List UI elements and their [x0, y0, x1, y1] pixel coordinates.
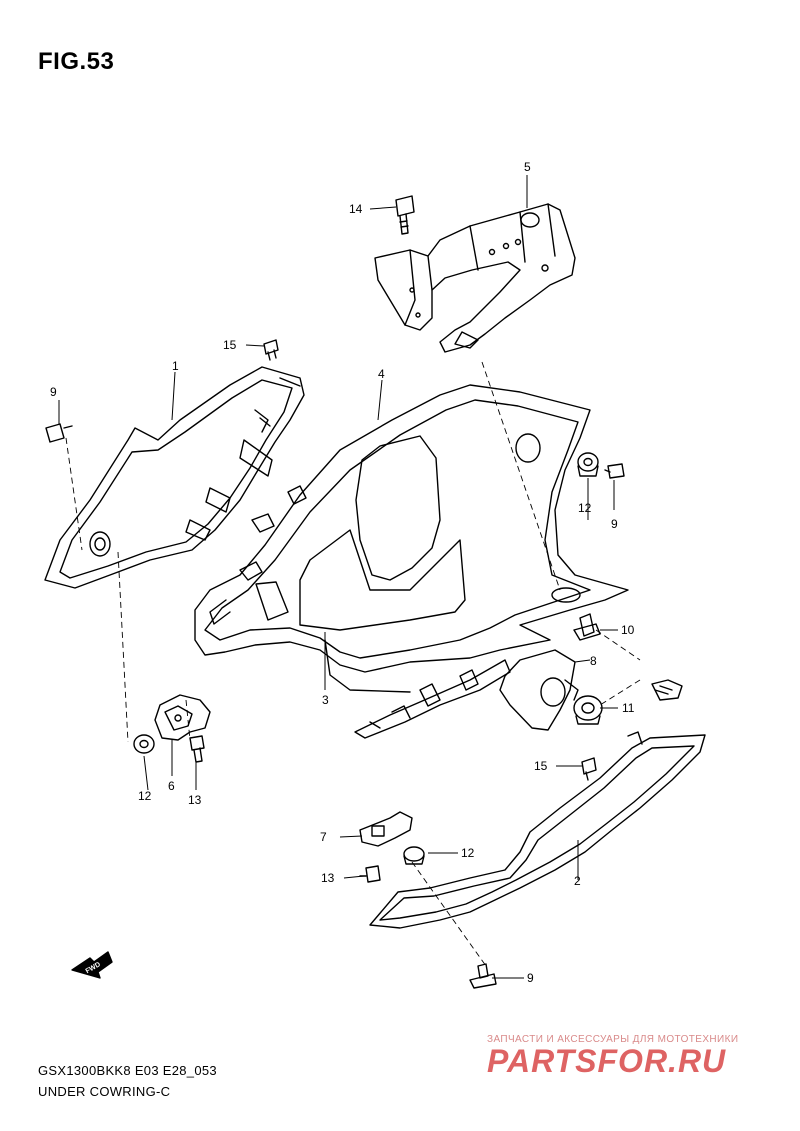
- watermark: ЗАПЧАСТИ И АКСЕССУАРЫ ДЛЯ МОТОТЕХНИКИ PA…: [487, 1034, 787, 1080]
- callout-11: 11: [622, 701, 635, 715]
- callout-4: 4: [378, 367, 385, 381]
- under-cowl-part-4: [194, 384, 629, 693]
- grommet-part-12-left: [133, 734, 155, 754]
- callout-9-left: 9: [50, 385, 57, 399]
- grommet-part-12-right: [577, 452, 599, 477]
- grommet-part-12-mid: [403, 846, 425, 865]
- bolt-part-14: [395, 195, 415, 235]
- screw-part-9-left: [45, 423, 73, 443]
- callout-9-bottom: 9: [527, 971, 534, 985]
- bracket-part-7: [359, 811, 413, 847]
- part-group-name: UNDER COWRING-C: [38, 1084, 171, 1099]
- callout-2: 2: [574, 874, 581, 888]
- callout-15-right: 15: [534, 759, 548, 773]
- screw-part-15-top: [263, 339, 279, 361]
- lower-panel-part-2: [369, 731, 706, 929]
- screw-part-9-bottom: [469, 963, 497, 989]
- watermark-logo: PARTSFOR.RU: [487, 1043, 727, 1079]
- bolt-right: [651, 679, 683, 701]
- callout-12-right: 12: [578, 501, 592, 515]
- fwd-arrow-icon: [71, 951, 113, 979]
- side-panel-part-1: [44, 366, 305, 589]
- grommet-part-11: [573, 695, 603, 725]
- callout-7: 7: [320, 830, 327, 844]
- callout-14: 14: [349, 202, 363, 216]
- screw-part-9-right: [604, 463, 625, 479]
- bracket-part-6: [154, 694, 211, 741]
- watermark-caption: ЗАПЧАСТИ И АКСЕССУАРЫ ДЛЯ МОТОТЕХНИКИ: [487, 1034, 739, 1045]
- bolt-part-13-mid: [359, 865, 381, 883]
- bracket-part-8: [499, 649, 579, 731]
- callout-1: 1: [172, 359, 179, 373]
- clip-strip-part-3: [354, 659, 511, 739]
- bolt-part-13-left: [189, 735, 205, 763]
- bracket-part-5: [374, 203, 576, 353]
- callout-9-right: 9: [611, 517, 618, 531]
- model-code: GSX1300BKK8 E03 E28_053: [38, 1063, 217, 1078]
- callout-12-left: 12: [138, 789, 152, 803]
- callout-8: 8: [590, 654, 597, 668]
- callout-10: 10: [621, 623, 635, 637]
- screw-part-15-right: [581, 757, 597, 781]
- callout-12-mid: 12: [461, 846, 475, 860]
- callout-15-top: 15: [223, 338, 237, 352]
- callout-3: 3: [322, 693, 329, 707]
- figure-title: FIG.53: [38, 48, 115, 75]
- callout-13-left: 13: [188, 793, 202, 807]
- callout-13-mid: 13: [321, 871, 335, 885]
- screw-part-10: [573, 613, 601, 641]
- callout-6: 6: [168, 779, 175, 793]
- callout-5: 5: [524, 160, 531, 174]
